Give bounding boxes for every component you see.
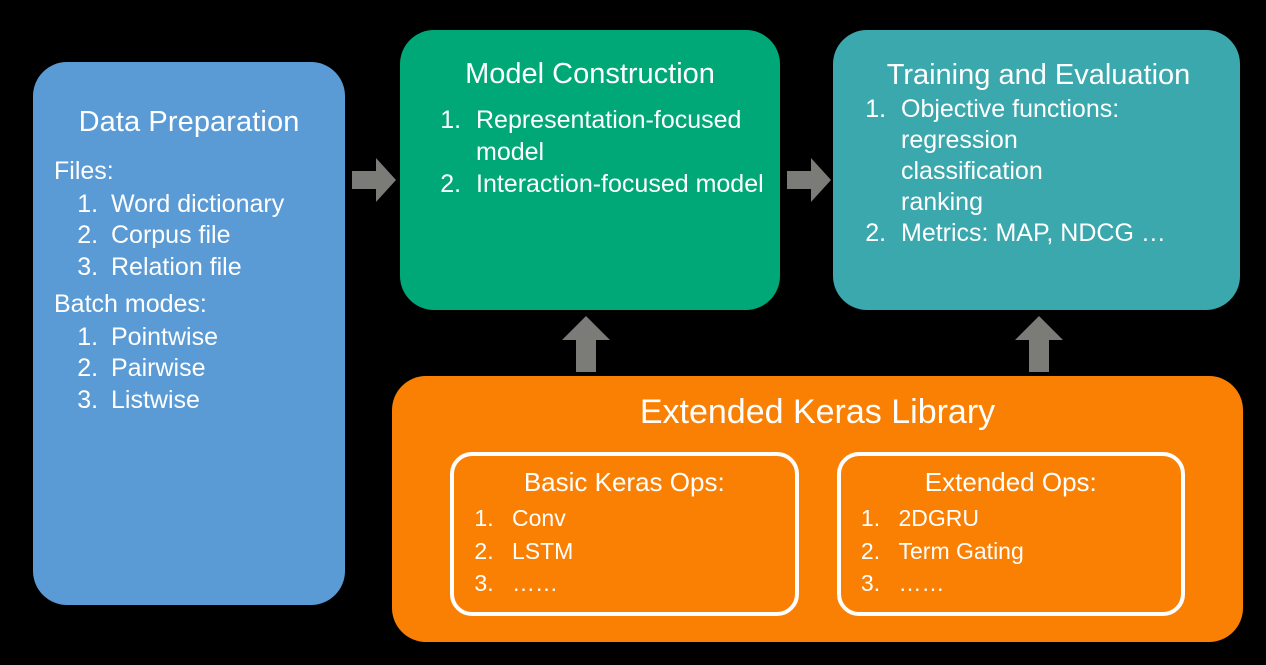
batch-modes-group-label: Batch modes: xyxy=(54,290,207,319)
list-item: Objective functions: regression classifi… xyxy=(893,94,1230,218)
list-item: Interaction-focused model xyxy=(468,168,764,200)
training-evaluation-title: Training and Evaluation xyxy=(886,59,1191,91)
list-item: Relation file xyxy=(105,252,329,284)
model-construction-box: Model Construction Representation-focuse… xyxy=(400,30,780,310)
basic-keras-ops-panel: Basic Keras Ops: Conv LSTM …… xyxy=(450,452,799,616)
data-preparation-title: Data Preparation xyxy=(78,106,300,138)
list-item: Corpus file xyxy=(105,220,329,252)
list-item: Conv xyxy=(500,502,785,535)
list-item: …… xyxy=(500,567,785,600)
list-item: LSTM xyxy=(500,535,785,568)
training-evaluation-box: Training and Evaluation Objective functi… xyxy=(833,30,1240,310)
extended-ops-list: 2DGRU Term Gating …… xyxy=(851,502,1172,600)
list-item: Pairwise xyxy=(105,353,329,385)
arrow-right-icon xyxy=(352,155,396,205)
files-group-label: Files: xyxy=(54,157,114,186)
list-item: 2DGRU xyxy=(887,502,1172,535)
list-item: Listwise xyxy=(105,385,329,417)
ops-panels-row: Basic Keras Ops: Conv LSTM …… Extended O… xyxy=(392,452,1243,616)
extended-keras-library-box: Extended Keras Library Basic Keras Ops: … xyxy=(392,376,1243,642)
list-item-text: Objective functions: xyxy=(901,94,1120,123)
basic-keras-ops-list: Conv LSTM …… xyxy=(464,502,785,600)
list-item-subline: regression xyxy=(901,125,1018,154)
model-construction-title: Model Construction xyxy=(465,58,715,90)
batch-modes-list: Pointwise Pairwise Listwise xyxy=(49,322,329,417)
arrow-up-icon xyxy=(561,316,611,372)
list-item: Pointwise xyxy=(105,322,329,354)
list-item: Metrics: MAP, NDCG … xyxy=(893,218,1230,249)
list-item: …… xyxy=(887,567,1172,600)
extended-keras-library-title: Extended Keras Library xyxy=(639,393,996,431)
list-item: Representation-focused model xyxy=(468,104,764,168)
data-preparation-box: Data Preparation Files: Word dictionary … xyxy=(33,62,345,605)
list-item: Word dictionary xyxy=(105,189,329,221)
model-construction-list: Representation-focused model Interaction… xyxy=(416,104,764,200)
arrow-right-icon xyxy=(787,155,831,205)
basic-keras-ops-title: Basic Keras Ops: xyxy=(523,467,725,497)
arrow-up-icon xyxy=(1014,316,1064,372)
list-item-subline: ranking xyxy=(901,187,983,216)
list-item: Term Gating xyxy=(887,535,1172,568)
extended-ops-panel: Extended Ops: 2DGRU Term Gating …… xyxy=(836,452,1185,616)
training-evaluation-list: Objective functions: regression classifi… xyxy=(847,94,1230,249)
list-item-subline: classification xyxy=(901,156,1043,185)
extended-ops-title: Extended Ops: xyxy=(924,467,1097,497)
files-list: Word dictionary Corpus file Relation fil… xyxy=(49,189,329,284)
